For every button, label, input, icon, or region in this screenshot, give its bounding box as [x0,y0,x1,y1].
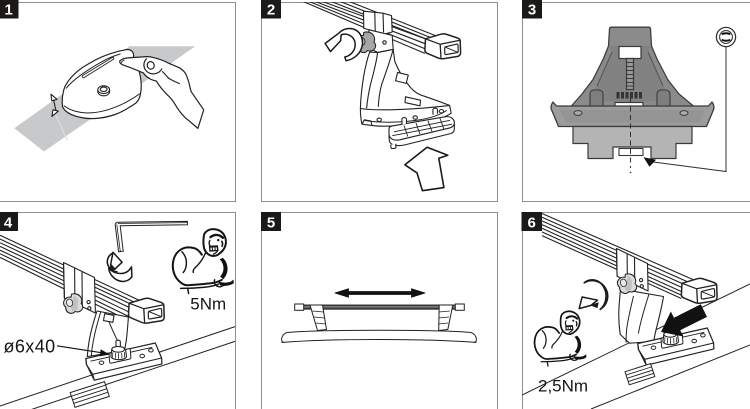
svg-text:4: 4 [4,215,13,232]
svg-text:2,5Nm: 2,5Nm [538,376,588,395]
svg-text:3: 3 [528,2,536,19]
svg-text:5Nm: 5Nm [190,294,226,313]
svg-text:5: 5 [267,215,275,232]
svg-text:1: 1 [5,2,13,19]
svg-text:6: 6 [528,215,536,232]
svg-text:ø6x40: ø6x40 [4,336,56,356]
svg-text:2: 2 [267,2,275,19]
